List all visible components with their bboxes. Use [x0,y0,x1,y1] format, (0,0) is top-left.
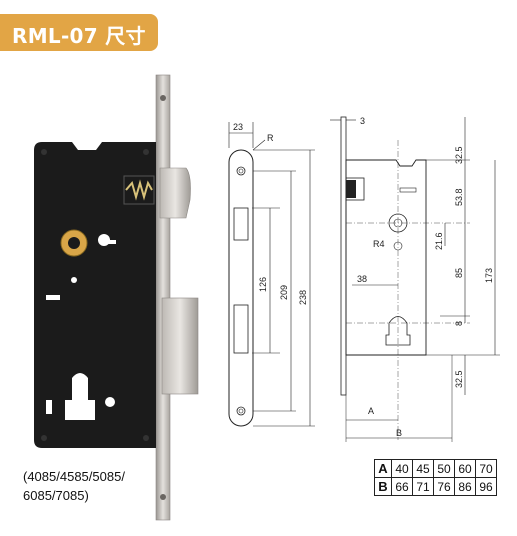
model-list-line: 6085/7085) [23,488,89,503]
dim-3: 3 [360,116,365,126]
table-row-label: B [374,477,392,496]
table-cell: 45 [412,459,434,478]
page-title: RML-07 尺寸 [12,24,146,48]
table-cell: 60 [454,459,476,478]
table-row: B 66 71 76 86 96 [374,477,497,496]
dim-209: 209 [279,285,289,300]
dim-R4: R4 [373,239,385,249]
model-list-line: (4085/4585/5085/ [23,469,125,484]
faceplate-screw-bottom [160,494,166,500]
dim-R: R [267,133,274,143]
dim-126: 126 [258,277,268,292]
dimension-table: A 40 45 50 60 70 B 66 71 76 86 96 [374,459,497,496]
cylinder-screw-hole [105,397,115,407]
lock-product-photo [34,74,199,521]
dim-8: 8 [454,321,464,326]
side-cylinder-hole [385,316,411,346]
table-cell: 50 [433,459,455,478]
table-cell: 76 [433,477,455,496]
table-row: A 40 45 50 60 70 [374,459,497,478]
table-cell: 71 [412,477,434,496]
table-cell: 40 [391,459,413,478]
dim-23: 23 [233,122,243,132]
side-body-outline [345,159,427,356]
faceplate-screw-top [160,95,166,101]
latch-spring [125,179,153,201]
spindle-square [68,237,80,249]
dim-238: 238 [298,290,308,305]
body-slot [46,400,52,414]
front-view-drawing: 23 R 126 209 238 [228,122,315,427]
dim-32-5-bottom: 32.5 [454,370,464,388]
latch-bolt [159,167,191,219]
body-rivet [143,149,149,155]
dim-32-5-top: 32.5 [454,146,464,164]
table-cell: 66 [391,477,413,496]
dim-173: 173 [484,268,494,283]
faceplate [155,74,171,521]
body-rivet [41,435,47,441]
faceplate-outline [228,149,254,427]
dim-B: B [396,428,402,438]
table-cell: 86 [454,477,476,496]
dim-85: 85 [454,268,464,278]
table-cell: 70 [475,459,497,478]
dim-53-8: 53.8 [454,188,464,206]
hub-hole [98,234,110,246]
body-slot [46,295,60,300]
side-faceplate [340,116,347,396]
table-cell: 96 [475,477,497,496]
title-badge: RML-07 尺寸 [0,14,158,51]
body-slot [108,240,116,244]
dim-21-6: 21.6 [434,232,444,250]
dim-38: 38 [357,274,367,284]
model-list: (4085/4585/5085/ 6085/7085) [23,467,125,505]
table-row-label: A [374,459,392,478]
body-rivet [41,149,47,155]
dim-A: A [368,406,374,416]
hub-small-hole [71,277,77,283]
cylinder-hole [65,373,95,420]
bolt-opening [233,304,249,354]
lock-body [34,142,156,448]
latch-opening [233,207,249,241]
dead-bolt [161,297,199,395]
side-view-drawing: 3 32.5 53.8 21.6 R4 85 173 38 8 32.5 A B [330,116,500,442]
body-rivet [143,435,149,441]
latch-slot [123,175,155,205]
